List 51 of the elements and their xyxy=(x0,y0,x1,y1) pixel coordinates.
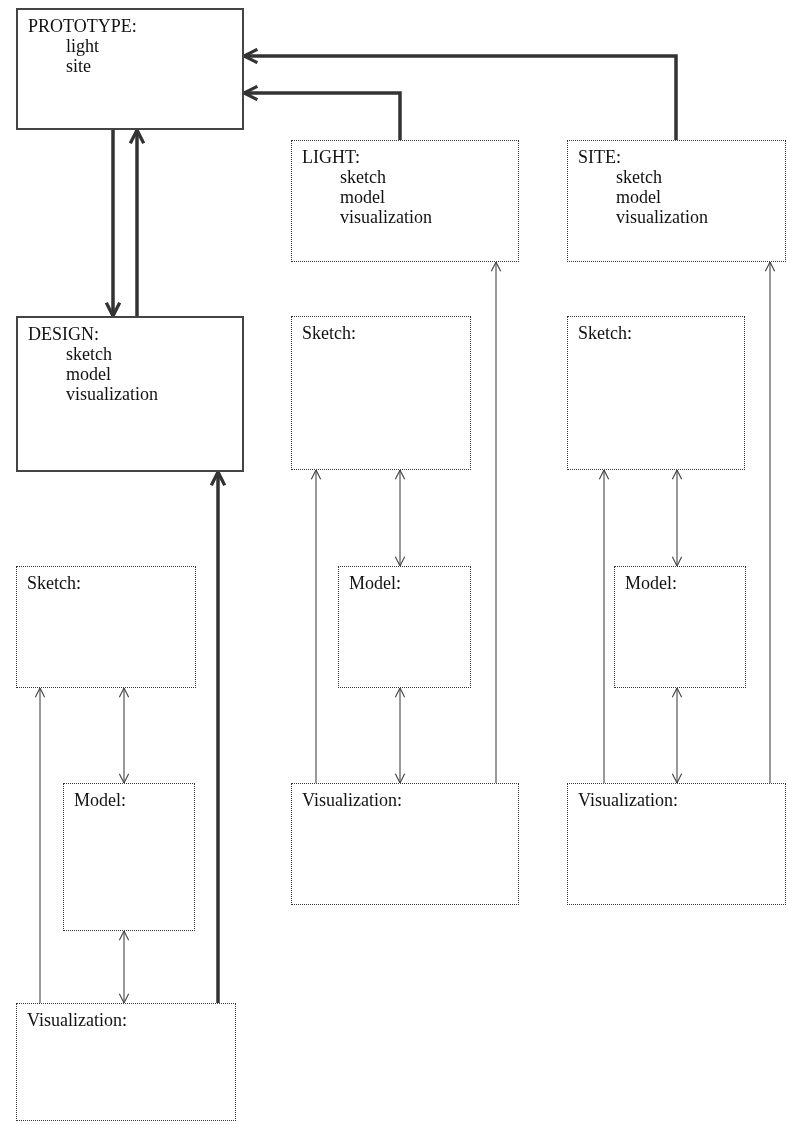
box-item: sketch xyxy=(616,167,662,188)
box-item: light xyxy=(66,36,99,57)
arrow xyxy=(310,469,322,784)
box-heading: Model: xyxy=(625,573,677,594)
process-box xyxy=(16,8,244,130)
box-item: visualization xyxy=(340,207,432,228)
process-box xyxy=(614,566,746,688)
box-heading: Sketch: xyxy=(578,323,632,344)
process-box xyxy=(567,316,745,470)
box-item: model xyxy=(616,187,661,208)
process-box xyxy=(16,566,196,688)
process-box xyxy=(291,140,519,262)
box-heading: Model: xyxy=(349,573,401,594)
box-item: visualization xyxy=(616,207,708,228)
box-item: model xyxy=(66,364,111,385)
arrow xyxy=(104,130,122,318)
box-item: site xyxy=(66,56,91,77)
arrow xyxy=(209,470,227,1003)
box-heading: Sketch: xyxy=(27,573,81,594)
process-box xyxy=(567,783,786,905)
process-box xyxy=(291,783,519,905)
arrow xyxy=(118,930,130,1004)
box-heading: DESIGN: xyxy=(28,324,99,345)
box-item: sketch xyxy=(340,167,386,188)
arrow xyxy=(764,261,776,784)
process-box xyxy=(291,316,471,470)
box-heading: Visualization: xyxy=(578,790,678,811)
arrow xyxy=(118,687,130,784)
box-heading: Visualization: xyxy=(27,1010,127,1031)
box-heading: SITE: xyxy=(578,147,621,168)
arrow xyxy=(671,687,683,784)
box-heading: PROTOTYPE: xyxy=(28,16,137,37)
box-heading: Model: xyxy=(74,790,126,811)
process-box xyxy=(338,566,471,688)
process-box xyxy=(567,140,786,262)
box-item: model xyxy=(340,187,385,208)
process-box xyxy=(16,316,244,472)
box-heading: Sketch: xyxy=(302,323,356,344)
box-item: sketch xyxy=(66,344,112,365)
arrow xyxy=(128,128,146,316)
arrow xyxy=(671,469,683,567)
arrow xyxy=(394,687,406,784)
arrow xyxy=(34,687,46,1004)
box-heading: LIGHT: xyxy=(302,147,361,168)
arrow xyxy=(598,469,610,784)
arrow xyxy=(490,261,502,784)
box-item: visualization xyxy=(66,384,158,405)
arrow xyxy=(394,469,406,567)
process-box xyxy=(16,1003,236,1121)
box-heading: Visualization: xyxy=(302,790,402,811)
process-box xyxy=(63,783,195,931)
